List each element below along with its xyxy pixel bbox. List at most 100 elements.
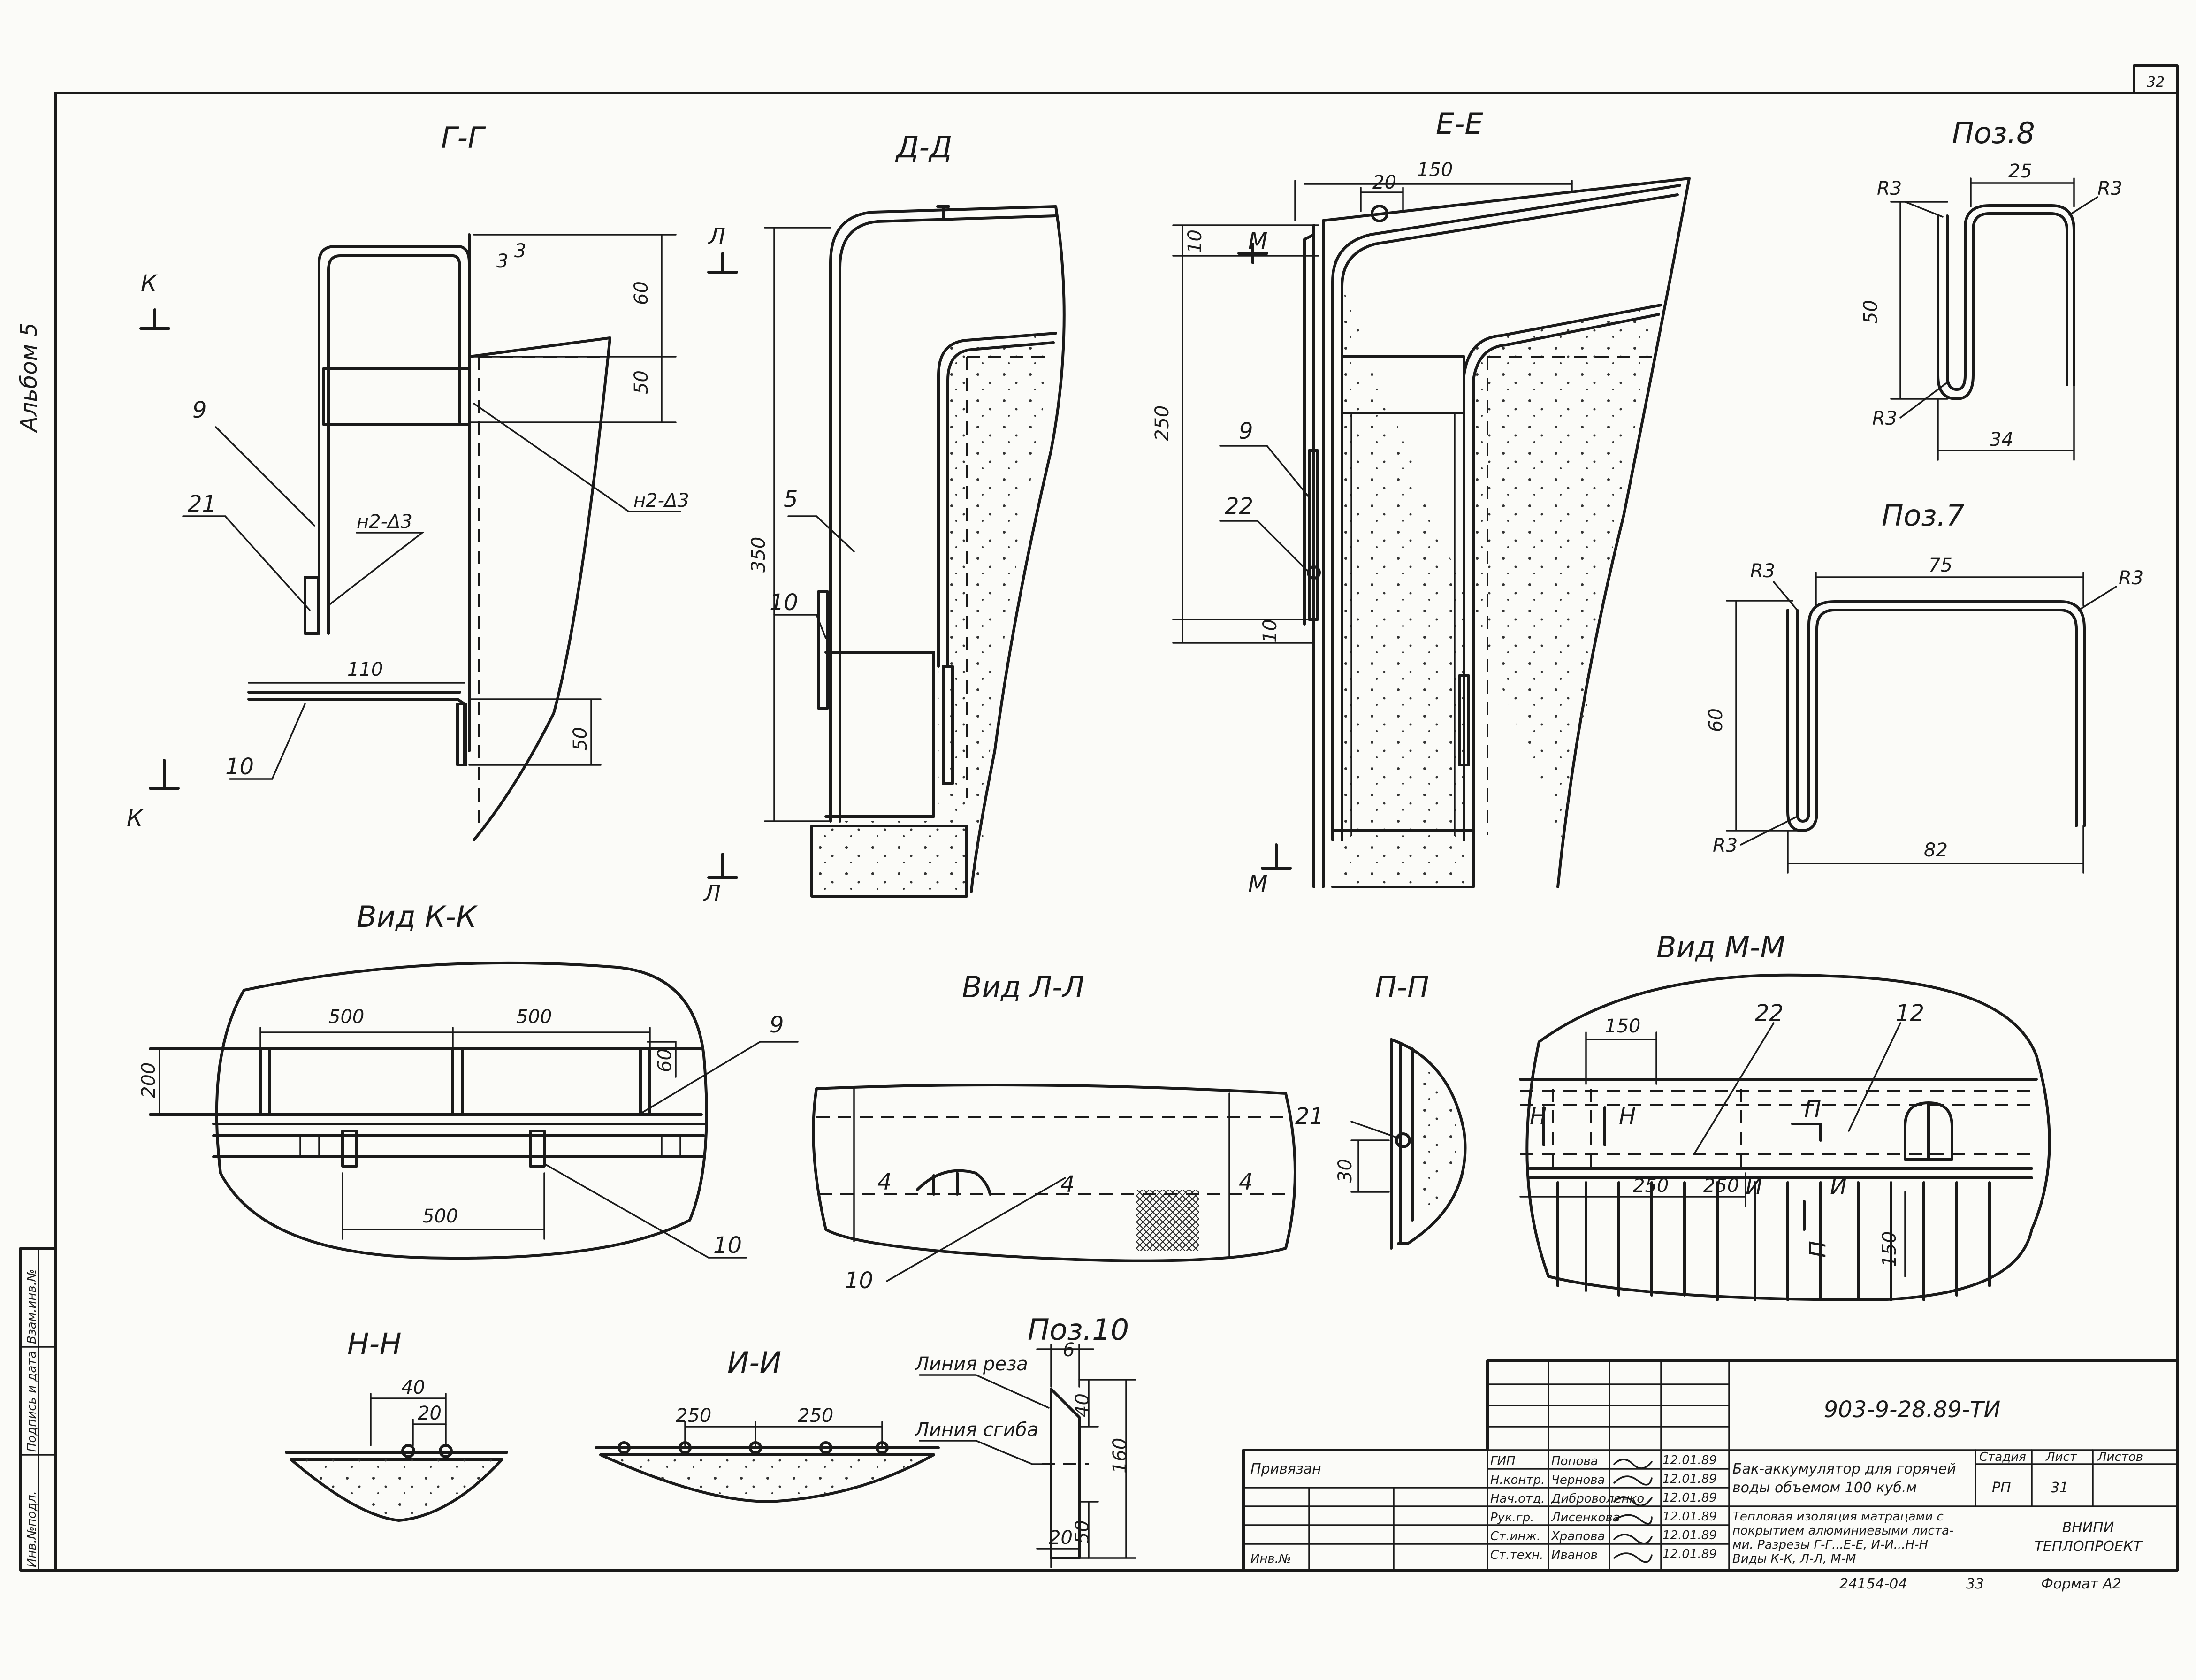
svg-text:250: 250: [1703, 1175, 1739, 1197]
page-number: 32: [2147, 74, 2165, 91]
svg-text:Поз.8: Поз.8: [1952, 116, 2035, 150]
section-i-i: И-И 250 250: [595, 1345, 940, 1503]
svg-text:Поз.10: Поз.10: [1028, 1313, 1129, 1347]
svg-text:50: 50: [631, 370, 652, 394]
section-n-n-title: Н-Н: [347, 1327, 402, 1361]
svg-text:R3: R3: [1750, 560, 1775, 582]
section-i-i-title: И-И: [727, 1345, 781, 1380]
svg-text:22: 22: [1755, 1000, 1784, 1026]
svg-text:Инв.№: Инв.№: [1250, 1552, 1291, 1566]
svg-text:6: 6: [1063, 1339, 1075, 1361]
view-m-m: Вид М-М 150 250 250 150 22 12 Н Н П П И …: [1519, 930, 2051, 1301]
svg-text:150: 150: [1605, 1016, 1640, 1037]
svg-text:ВНИПИ: ВНИПИ: [2062, 1520, 2114, 1536]
svg-text:50: 50: [570, 727, 591, 751]
section-p-p: П-П 21 30: [1295, 970, 1467, 1250]
svg-text:РП: РП: [1992, 1480, 2011, 1496]
svg-text:Иванов: Иванов: [1551, 1548, 1598, 1562]
sheet-frame: 32 Альбом 5 Инв.№подл. Подпись и дата Вз…: [16, 64, 2179, 1572]
svg-text:24154-04: 24154-04: [1839, 1576, 1907, 1592]
svg-text:12.01.89: 12.01.89: [1662, 1510, 1717, 1524]
svg-text:10: 10: [770, 589, 798, 616]
svg-text:50: 50: [1860, 300, 1882, 324]
svg-text:9: 9: [192, 397, 207, 423]
svg-text:82: 82: [1924, 840, 1948, 861]
svg-text:40: 40: [1072, 1393, 1093, 1417]
svg-text:21: 21: [188, 491, 216, 517]
svg-text:60: 60: [654, 1048, 676, 1072]
view-m-m-title: Вид М-М: [1656, 930, 1785, 964]
svg-text:250: 250: [676, 1405, 711, 1427]
margin-inv-podl: Инв.№подл.: [25, 1491, 39, 1567]
svg-text:Н: Н: [1619, 1103, 1636, 1130]
detail-pos-7: Поз.7 75 60 82 R3 R3 R3: [1705, 498, 2143, 874]
svg-text:12.01.89: 12.01.89: [1662, 1547, 1717, 1561]
svg-text:12.01.89: 12.01.89: [1662, 1453, 1717, 1467]
svg-text:ГИП: ГИП: [1490, 1454, 1516, 1468]
svg-text:Привязан: Привязан: [1250, 1461, 1321, 1477]
section-n-n: Н-Н 40 20: [285, 1327, 508, 1522]
svg-text:Формат А2: Формат А2: [2041, 1576, 2121, 1592]
svg-text:20: 20: [1049, 1527, 1073, 1549]
svg-text:Ст.техн.: Ст.техн.: [1490, 1548, 1543, 1562]
svg-text:Бак-аккумулятор для горячей: Бак-аккумулятор для горячей: [1732, 1461, 1956, 1477]
view-l-l-title: Вид Л-Л: [962, 970, 1084, 1004]
svg-text:К: К: [141, 270, 158, 297]
svg-text:20: 20: [418, 1403, 442, 1424]
svg-text:И: И: [1830, 1174, 1847, 1200]
svg-text:12.01.89: 12.01.89: [1662, 1491, 1717, 1505]
svg-text:Стадия: Стадия: [1979, 1450, 2026, 1464]
svg-text:Л: Л: [708, 223, 725, 250]
view-k-k: Вид К-К 500 500 200 60 500 9 10: [138, 900, 799, 1260]
svg-text:4: 4: [877, 1169, 892, 1195]
svg-text:10: 10: [225, 754, 254, 780]
svg-text:200: 200: [138, 1062, 160, 1098]
svg-text:Л: Л: [703, 880, 721, 907]
svg-text:К: К: [127, 805, 144, 832]
svg-text:34: 34: [1990, 429, 2013, 451]
svg-text:Нач.отд.: Нач.отд.: [1490, 1492, 1545, 1506]
view-l-l: Вид Л-Л 4 4 4 10: [812, 970, 1296, 1294]
svg-text:10: 10: [1259, 619, 1281, 643]
svg-text:40: 40: [401, 1377, 425, 1398]
section-d-d: Д-Д Л Л 350 5 10: [703, 130, 1066, 907]
svg-text:н2-Δ3: н2-Δ3: [357, 511, 412, 533]
section-g-g: Г-Г К К 60 50 3 3 110 50 9 21 10 н2-Δ3: [127, 121, 689, 841]
svg-text:4: 4: [1060, 1171, 1075, 1198]
svg-text:R3: R3: [2097, 178, 2122, 199]
svg-text:R3: R3: [1713, 835, 1738, 856]
svg-text:9: 9: [1239, 418, 1253, 444]
svg-text:воды объемом 100 куб.м: воды объемом 100 куб.м: [1732, 1480, 1917, 1496]
section-p-p-title: П-П: [1375, 970, 1429, 1004]
section-e-e-title: Е-Е: [1436, 107, 1484, 141]
svg-text:500: 500: [328, 1006, 364, 1028]
svg-text:3: 3: [514, 240, 526, 262]
svg-text:12.01.89: 12.01.89: [1662, 1528, 1717, 1543]
svg-text:21: 21: [1295, 1103, 1324, 1130]
title-block: 903-9-28.89-ТИ Привязан Инв.№ ГИП Н.конт…: [1242, 1359, 2179, 1592]
svg-text:150: 150: [1879, 1231, 1900, 1267]
svg-text:250: 250: [1151, 405, 1173, 441]
svg-text:22: 22: [1225, 493, 1253, 519]
svg-text:160: 160: [1109, 1438, 1131, 1474]
margin-vzam-inv: Взам.инв.№: [25, 1269, 39, 1344]
svg-text:М: М: [1248, 871, 1267, 897]
svg-text:покрытием алюминиевыми листа-: покрытием алюминиевыми листа-: [1732, 1524, 1953, 1538]
svg-text:250: 250: [798, 1405, 833, 1427]
svg-text:25: 25: [2008, 160, 2032, 182]
svg-text:И: И: [1746, 1174, 1762, 1200]
detail-pos-8: Поз.8 25 50 34 R3 R3 R3: [1860, 116, 2122, 461]
svg-text:Листов: Листов: [2097, 1450, 2143, 1464]
svg-text:3: 3: [496, 251, 508, 272]
svg-text:9: 9: [770, 1012, 784, 1038]
svg-text:Ст.инж.: Ст.инж.: [1490, 1529, 1540, 1543]
svg-text:12: 12: [1896, 1000, 1924, 1026]
svg-text:Чернова: Чернова: [1551, 1473, 1605, 1487]
svg-text:R3: R3: [1877, 178, 1902, 199]
svg-text:75: 75: [1929, 555, 1952, 576]
section-g-g-title: Г-Г: [441, 121, 486, 155]
album-label: Альбом 5: [16, 322, 42, 433]
svg-text:н2-Δ3: н2-Δ3: [633, 490, 689, 512]
svg-text:ТЕПЛОПРОЕКТ: ТЕПЛОПРОЕКТ: [2035, 1538, 2143, 1555]
